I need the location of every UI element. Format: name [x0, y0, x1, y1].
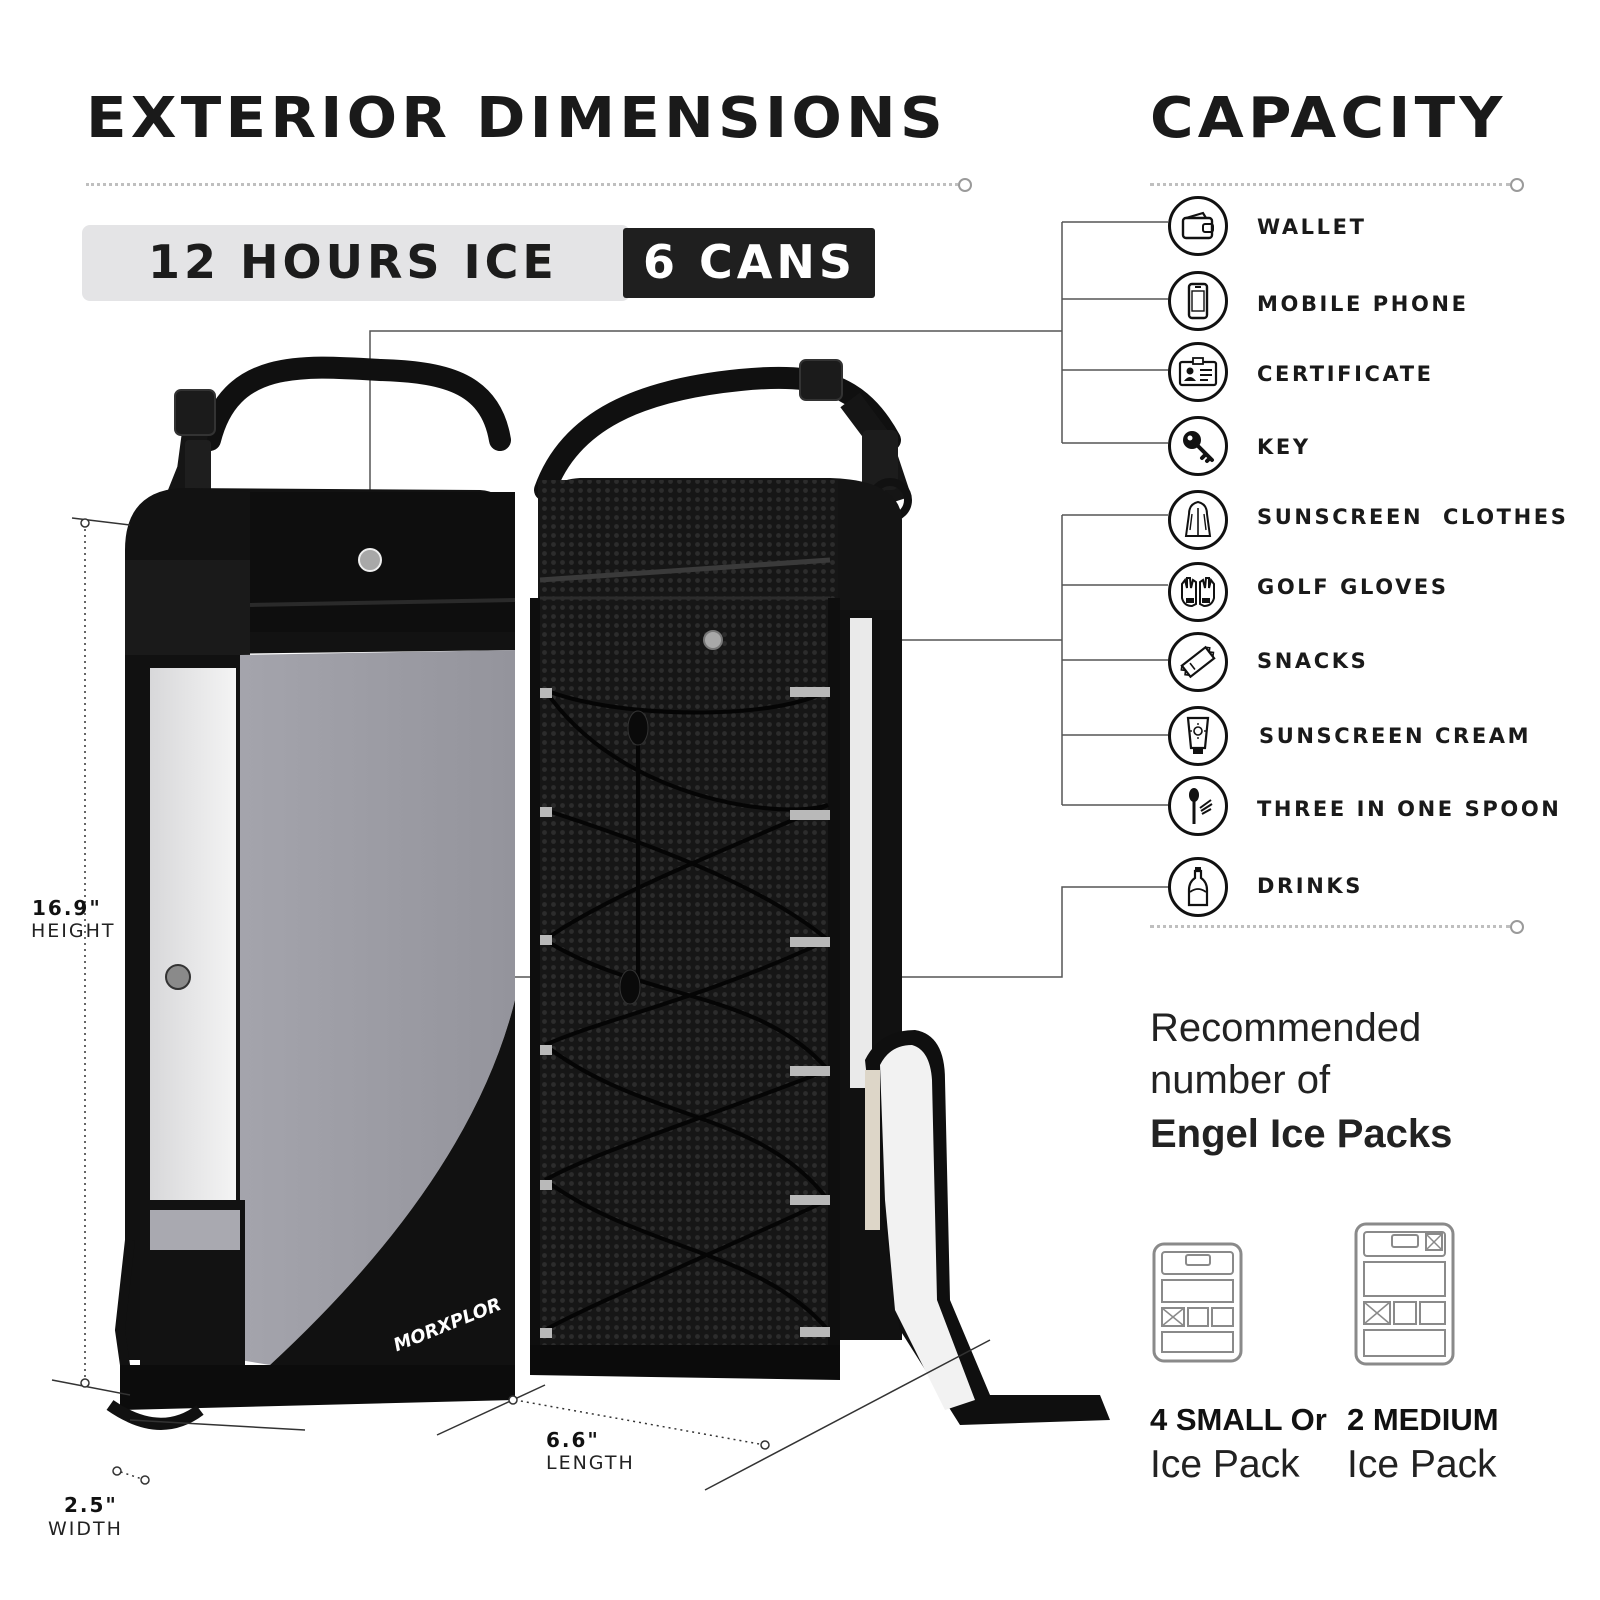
- capacity-item-sunscreen-clothes: SUNSCREEN CLOTHES: [1257, 505, 1569, 529]
- dimension-guides: [51, 517, 991, 1491]
- recommendation-line-3: Engel Ice Packs: [1150, 1112, 1453, 1156]
- capacity-item-mobile-phone: MOBILE PHONE: [1257, 292, 1469, 316]
- medium-pack-title: 2 MEDIUM: [1347, 1402, 1499, 1437]
- certificate-icon: [1168, 342, 1228, 402]
- right-title-divider: [1150, 183, 1510, 186]
- left-side-marker: [165, 964, 191, 990]
- medium-pack-subtitle: Ice Pack: [1347, 1443, 1497, 1486]
- length-value: 6.6": [546, 1428, 600, 1452]
- snacks-icon: [1168, 632, 1228, 692]
- small-pack-title: 4 SMALL Or: [1150, 1402, 1327, 1437]
- capacity-item-snacks: SNACKS: [1257, 649, 1369, 673]
- right-top-marker: [703, 630, 723, 650]
- height-value: 16.9": [32, 896, 102, 920]
- right-divider-end-ring: [1510, 178, 1524, 192]
- drinks-icon: [1168, 857, 1228, 917]
- right-bag: [530, 359, 1110, 1425]
- width-value: 2.5": [64, 1493, 118, 1517]
- ice-duration-text: 12 HOURS ICE: [148, 235, 558, 289]
- length-label: LENGTH: [546, 1452, 635, 1474]
- spoon-icon: [1168, 776, 1228, 836]
- height-label: HEIGHT: [31, 920, 116, 942]
- exterior-dimensions-title: EXTERIOR DIMENSIONS: [86, 86, 947, 151]
- medium-ice-pack-icon: [1354, 1222, 1455, 1366]
- capacity-item-drinks: DRINKS: [1257, 874, 1363, 898]
- capacity-item-certificate: CERTIFICATE: [1257, 362, 1434, 386]
- capacity-item-key: KEY: [1257, 435, 1311, 459]
- golf-gloves-icon: [1168, 562, 1228, 622]
- left-divider-end-ring: [958, 178, 972, 192]
- key-icon: [1168, 416, 1228, 476]
- left-lid-marker: [358, 548, 382, 572]
- can-capacity-badge: 6 CANS: [623, 228, 875, 298]
- recommendation-line-2: number of: [1150, 1058, 1331, 1102]
- left-bag: MORXPLOR: [106, 356, 516, 1430]
- capacity-item-sunscreen-cream: SUNSCREEN CREAM: [1259, 724, 1532, 748]
- capacity-bottom-divider: [1150, 925, 1510, 928]
- wallet-icon: [1168, 196, 1228, 256]
- capacity-item-wallet: WALLET: [1257, 215, 1367, 239]
- left-title-divider: [86, 183, 958, 186]
- small-ice-pack-icon: [1152, 1242, 1243, 1363]
- capacity-item-three-in-one-spoon: THREE IN ONE SPOON: [1257, 797, 1562, 821]
- recommendation-line-1: Recommended: [1150, 1006, 1422, 1050]
- capacity-item-golf-gloves: GOLF GLOVES: [1257, 575, 1449, 599]
- capacity-title: CAPACITY: [1150, 86, 1507, 151]
- capacity-bottom-ring: [1510, 920, 1524, 934]
- sunscreen-clothes-icon: [1168, 490, 1228, 550]
- width-label: WIDTH: [48, 1518, 123, 1540]
- can-capacity-text: 6 CANS: [643, 235, 857, 289]
- ice-duration-badge: 12 HOURS ICE: [82, 225, 630, 301]
- small-pack-subtitle: Ice Pack: [1150, 1443, 1300, 1486]
- sunscreen-cream-icon: [1168, 706, 1228, 766]
- mobile-phone-icon: [1168, 271, 1228, 331]
